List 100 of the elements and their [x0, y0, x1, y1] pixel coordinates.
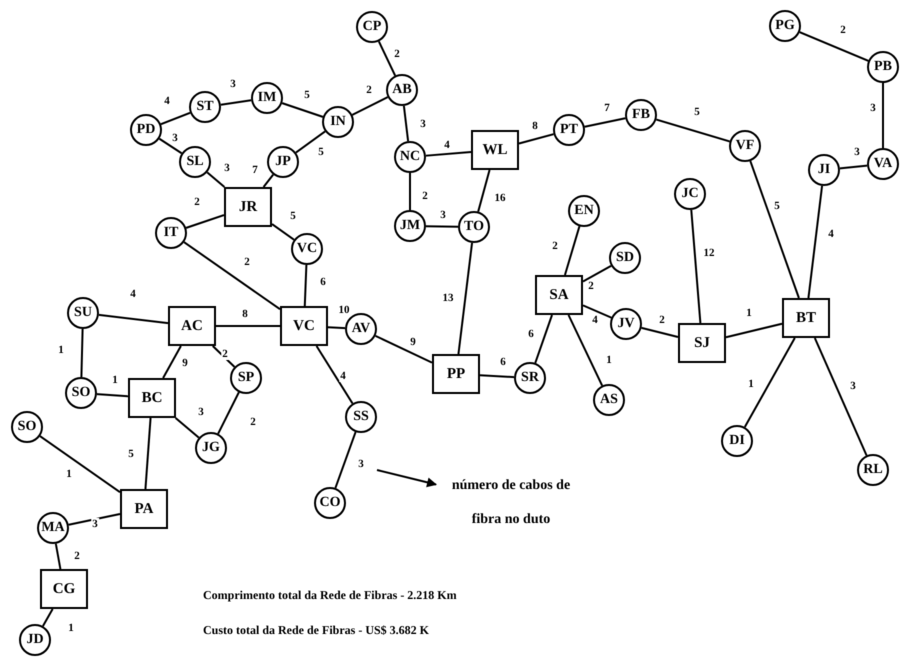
cable-line	[162, 346, 182, 378]
station-circle: AB	[386, 74, 418, 106]
station-circle: JD	[19, 624, 51, 656]
hub-square: SJ	[678, 323, 726, 363]
edge-label: 3	[171, 132, 179, 144]
cable-line	[882, 83, 884, 148]
edge-label: 16	[494, 192, 506, 204]
hub-square: SA	[535, 275, 583, 315]
cable-line	[378, 41, 396, 76]
cable-line	[96, 393, 128, 398]
cable-line	[186, 214, 224, 229]
station-circle: SO	[11, 411, 43, 443]
edge-label: 5	[693, 106, 701, 118]
cable-line	[160, 112, 190, 126]
edge-label: 5	[127, 448, 135, 460]
pointer-arrow	[376, 469, 437, 488]
edge-label: 2	[243, 256, 251, 268]
station-circle: DI	[721, 425, 753, 457]
edge-label: 5	[317, 146, 325, 158]
cable-line	[426, 150, 472, 157]
edge-label: 6	[319, 276, 327, 288]
station-circle: JV	[610, 308, 642, 340]
station-circle: TO	[458, 211, 490, 243]
cable-line	[144, 418, 152, 490]
edge-label: 1	[745, 307, 753, 319]
cable-line	[518, 133, 554, 144]
cable-line	[54, 544, 62, 570]
station-circle: JC	[674, 178, 706, 210]
hub-square: AC	[168, 306, 216, 346]
edge-label: 7	[603, 102, 611, 114]
cable-line	[42, 608, 54, 627]
edge-label: 2	[551, 240, 559, 252]
station-circle: PB	[867, 51, 899, 83]
cable-line	[206, 172, 226, 188]
edge-label: 2	[658, 314, 666, 326]
cable-line	[328, 326, 346, 330]
edge-label: 4	[163, 95, 171, 107]
cable-line	[68, 513, 120, 526]
station-circle: PD	[130, 114, 162, 146]
edge-label: 1	[605, 354, 613, 366]
station-circle: EN	[568, 195, 600, 227]
station-circle: PT	[553, 114, 585, 146]
station-circle: VA	[867, 148, 899, 180]
cable-line	[656, 118, 730, 142]
cable-line	[568, 314, 604, 386]
station-circle: CP	[356, 11, 388, 43]
cable-line	[426, 225, 458, 228]
station-circle: SD	[609, 242, 641, 274]
edge-label: 8	[241, 308, 249, 320]
cable-line	[582, 304, 612, 319]
hub-square: JR	[224, 187, 272, 227]
summary-note: Comprimento total da Rede de Fibras - 2.218 Km	[203, 588, 457, 603]
cable-line	[807, 186, 824, 298]
hub-square: BC	[128, 378, 176, 418]
edge-label: 7	[251, 164, 259, 176]
edge-label: 6	[499, 356, 507, 368]
cable-line	[98, 314, 168, 324]
edge-label: 12	[702, 247, 716, 259]
edge-label: 3	[849, 380, 857, 392]
edge-label: 3	[91, 518, 99, 530]
cable-line	[282, 102, 324, 118]
station-circle: SU	[67, 297, 99, 329]
station-circle: IN	[322, 106, 354, 138]
edge-label: 6	[527, 328, 535, 340]
edge-label: 1	[747, 378, 755, 390]
edge-label: 2	[393, 48, 401, 60]
edge-label: 4	[129, 288, 137, 300]
edge-label: 10	[338, 304, 350, 316]
station-circle: SO	[65, 377, 97, 409]
hub-square: VC	[280, 306, 328, 346]
cable-line	[582, 264, 612, 282]
edge-label: 4	[827, 228, 835, 240]
cable-line	[304, 264, 308, 306]
cable-line	[641, 326, 678, 338]
station-circle: VF	[729, 130, 761, 162]
station-circle: AS	[593, 384, 625, 416]
edge-label: 2	[73, 550, 81, 562]
cable-line	[749, 160, 800, 298]
cable-line	[402, 106, 410, 142]
cable-line	[334, 432, 357, 488]
cable-line	[457, 242, 474, 354]
cable-line	[212, 345, 236, 368]
cable-line	[295, 130, 326, 154]
edge-label: 9	[409, 336, 417, 348]
edge-label: 3	[869, 102, 877, 114]
cable-line	[799, 31, 869, 62]
cable-line	[352, 96, 388, 116]
edge-label: 2	[421, 190, 429, 202]
station-circle: FB	[625, 99, 657, 131]
station-circle: JM	[394, 210, 426, 242]
cable-line	[262, 174, 274, 188]
station-circle: RL	[857, 454, 889, 486]
edge-label: 2	[249, 416, 257, 428]
edge-label: 3	[223, 162, 231, 174]
cable-line	[375, 334, 432, 364]
edge-label: 4	[443, 139, 451, 151]
cable-line	[584, 117, 626, 128]
hub-square: WL	[471, 130, 519, 170]
edge-label: 1	[67, 622, 75, 634]
edge-label: 3	[197, 406, 205, 418]
